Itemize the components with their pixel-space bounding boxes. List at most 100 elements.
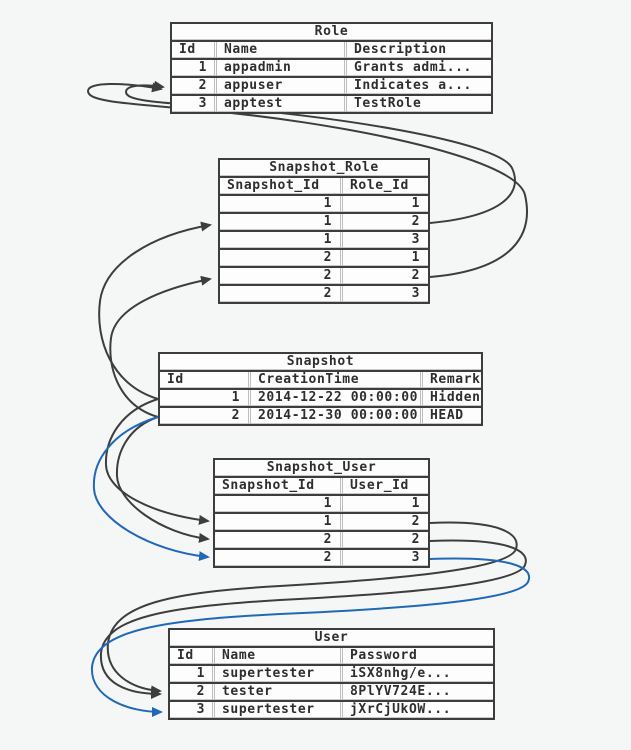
table-cell: appuser — [214, 78, 344, 94]
table-cell: 1 — [231, 390, 240, 405]
table-cell: Hidden — [420, 390, 481, 406]
table-cell: 2 — [340, 514, 428, 530]
table-cell: 2 — [323, 268, 332, 283]
table-cell: jXrCjUkOW... — [340, 702, 493, 718]
table-cell: 1 — [340, 196, 428, 212]
table-cell: 1 — [323, 232, 332, 247]
table-cell: 2 — [231, 408, 240, 423]
table-cell: 2 — [340, 532, 428, 548]
table-cell: 1 — [323, 514, 332, 529]
table-snapshot-title: Snapshot — [160, 354, 481, 372]
table-snapshot-user-title: Snapshot_User — [215, 460, 428, 478]
column-header: CreationTime — [248, 372, 420, 388]
table-cell: 3 — [340, 232, 428, 248]
table-cell: 3 — [340, 550, 428, 566]
table-cell: 1 — [340, 250, 428, 266]
table-cell: appadmin — [214, 60, 344, 76]
table-cell: 1 — [196, 666, 205, 681]
column-header: Id — [177, 648, 194, 663]
column-header: Id — [167, 372, 184, 387]
column-header: Name — [212, 648, 340, 664]
column-header: Name — [214, 42, 344, 58]
table-cell: apptest — [214, 96, 344, 112]
table-cell: 2014-12-30 00:00:00 — [248, 408, 420, 424]
column-header: Password — [340, 648, 493, 664]
table-cell: Grants admi... — [344, 60, 491, 76]
table-cell: Indicates a... — [344, 78, 491, 94]
column-header: Remark — [420, 372, 481, 388]
table-cell: tester — [212, 684, 340, 700]
arrow-snapshot-1-to-snapshotrole-1-2 — [98, 221, 212, 400]
table-cell: 2014-12-22 00:00:00 — [248, 390, 420, 406]
table-cell: 3 — [340, 286, 428, 302]
table-cell: 1 — [323, 196, 332, 211]
table-user-title: User — [170, 630, 493, 648]
table-cell: TestRole — [344, 96, 491, 112]
table-cell: 2 — [196, 684, 205, 699]
table-cell: 3 — [198, 96, 207, 111]
table-cell: HEAD — [420, 408, 481, 424]
table-cell: 8PlYV724E... — [340, 684, 493, 700]
table-cell: 2 — [323, 532, 332, 547]
column-header: Id — [179, 42, 196, 57]
arrow-snapshotuser-2-3-to-user-3 — [90, 557, 531, 717]
table-cell: 2 — [340, 268, 428, 284]
column-header: User_Id — [340, 478, 428, 494]
table-cell: 2 — [340, 214, 428, 230]
table-cell: 2 — [323, 286, 332, 301]
table-role-title: Role — [172, 24, 491, 42]
table-cell: 1 — [198, 60, 207, 75]
arrow-snapshot-1-to-snapshotuser-1-2 — [104, 398, 210, 525]
column-header: Role_Id — [340, 178, 428, 194]
arrow-snapshotuser-1-2-to-user-2 — [106, 521, 518, 696]
arrow-snapshotuser-2-2-to-user-2 — [99, 539, 527, 699]
arrow-snapshot-2-to-snapshotuser-2-2 — [115, 416, 210, 543]
table-cell: supertester — [212, 702, 340, 718]
table-cell: 1 — [323, 496, 332, 511]
table-cell: supertester — [212, 666, 340, 682]
arrow-snapshot-2-to-snapshotuser-2-3 — [92, 416, 210, 562]
table-cell: 2 — [323, 250, 332, 265]
table-cell: 2 — [323, 550, 332, 565]
table-cell: 1 — [340, 496, 428, 512]
table-cell: 2 — [198, 78, 207, 93]
arrow-snapshotrole-2-2-to-role-2 — [86, 82, 528, 278]
table-snapshot-role-title: Snapshot_Role — [220, 160, 428, 178]
table-cell: 3 — [196, 702, 205, 717]
